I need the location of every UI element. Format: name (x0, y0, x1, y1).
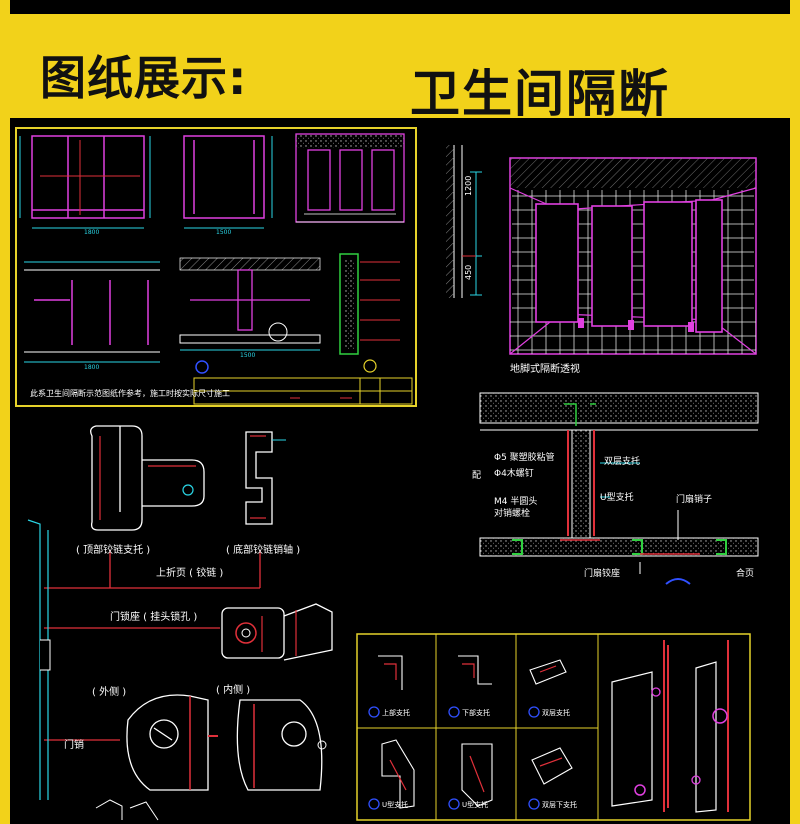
label-latch: 门扇销子 (676, 495, 713, 505)
detail-caption-5: U型支托 (462, 801, 489, 809)
banner-title: 图纸展示: (40, 51, 248, 105)
label-inner: ( 内侧 ) (216, 685, 251, 696)
sheet-top-left (15, 127, 417, 407)
label-bottom-hinge: ( 底部铰链销轴 ) (226, 545, 301, 556)
label-base: 门扇铰座 (584, 569, 621, 579)
label-bolt: M4 半圆头 对销螺栓 (494, 497, 538, 519)
dim-2: 1500 (216, 229, 232, 236)
label-top-hinge: ( 顶部铰链支托 ) (76, 545, 151, 556)
label-hinge: 合页 (736, 569, 755, 579)
perspective-view (446, 145, 757, 355)
dim-1: 1800 (84, 229, 100, 236)
hardware-details (27, 425, 333, 800)
banner-subtitle: 卫生间隔断 (410, 65, 670, 123)
label-door-pin: 门销 (64, 740, 84, 751)
section-detail: 配 (472, 392, 759, 585)
detail-caption-4: U型支托 (382, 801, 409, 809)
label-double: 双层支托 (604, 457, 641, 467)
label-fold: 上折页 ( 铰链 ) (156, 568, 224, 579)
detail-caption-1: 上部支托 (382, 709, 410, 717)
label-u: U型支托 (600, 493, 634, 503)
detail-sheet (356, 633, 751, 821)
label-pvc: Φ5 聚塑胶粘管 (494, 453, 555, 463)
detail-caption-3: 双层支托 (542, 709, 570, 717)
bottom-fragment (95, 799, 159, 821)
detail-caption-6: 双层下支托 (542, 801, 577, 809)
svg-text:配: 配 (472, 470, 481, 481)
sheet-note: 此系卫生间隔断示范图纸作参考，施工时按实际尺寸施工 (30, 389, 230, 398)
dim-upper: 1200 (464, 175, 473, 196)
perspective-caption: 地脚式隔断透视 (510, 364, 580, 375)
label-lock-base: 门锁座 ( 挂头锁孔 ) (110, 612, 198, 623)
label-outer: ( 外侧 ) (92, 687, 127, 698)
dim-4: 1500 (240, 352, 256, 359)
detail-caption-2: 下部支托 (462, 709, 490, 717)
dim-3: 1800 (84, 364, 100, 371)
label-screw: Φ4木螺钉 (494, 469, 534, 479)
title-banner: 图纸展示: 卫生间隔断 (10, 14, 790, 123)
dim-lower: 450 (464, 264, 473, 280)
